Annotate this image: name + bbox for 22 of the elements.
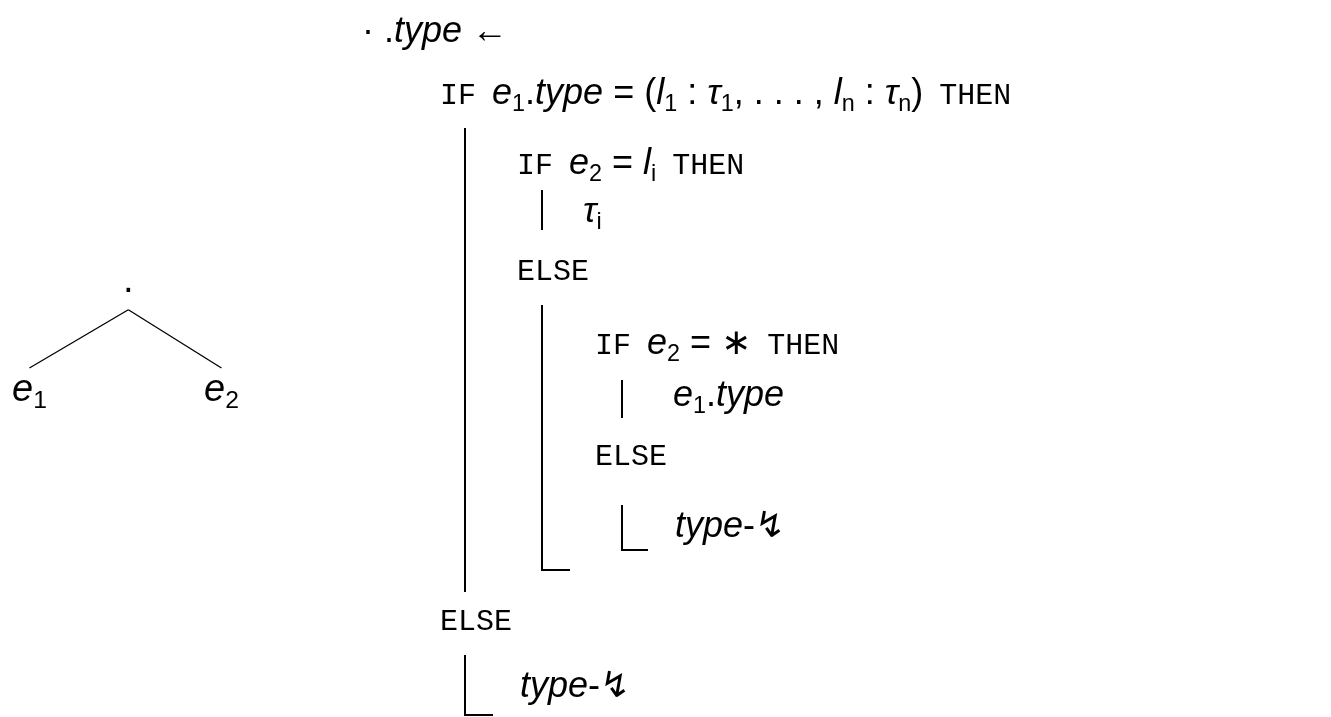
math-expression: e$_{1}$.type [673,372,785,420]
keyword: ELSE [440,605,512,639]
tree-node-label: e$_{2}$ [204,368,239,414]
keyword: THEN [939,79,1012,113]
tree-node-label: · [122,268,135,310]
tree-node-label: e$_{1}$ [12,368,47,414]
keyword: ELSE [517,255,589,289]
math-expression: type-↯ [675,503,786,547]
keyword: IF [517,149,553,183]
tree-edge [127,309,223,369]
keyword: THEN [767,329,840,363]
keyword: THEN [672,149,745,183]
math-expression: e$_{2}$ = ∗ [647,320,752,368]
keyword: IF [440,79,476,113]
tree-edge [28,309,129,369]
math-expression: type-↯ [520,663,631,707]
math-expression: e$_{1}$.type = (l$_{1}$ : τ$_{1}$, . . . , l$_{n}$ : τ$_{n}$) [492,70,924,118]
math-expression: · .type ← [362,8,509,52]
math-expression: e$_{2}$ = l$_{i}$ [569,140,657,188]
keyword: ELSE [595,440,667,474]
math-expression: τ$_{i}$ [583,188,602,236]
keyword: IF [595,329,631,363]
